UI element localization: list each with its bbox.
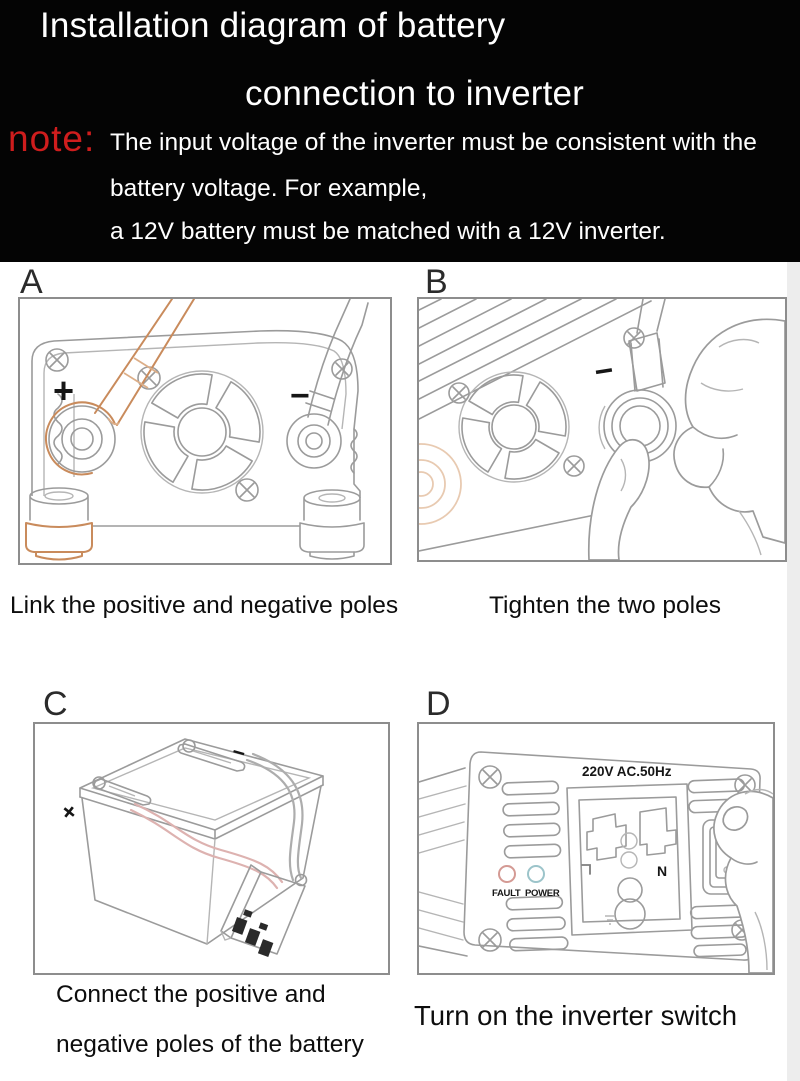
rating-label: 220V AC.50Hz [582, 764, 672, 779]
front-panel-outline [463, 751, 761, 961]
vent-slots-left [501, 780, 569, 952]
figure-c-caption-line1: Connect the positive and [56, 981, 326, 1008]
battery-connection-drawing: + − [55, 738, 324, 958]
inverter-rear-drawing: + − [25, 299, 369, 561]
fault-led-label: FAULT [492, 888, 521, 899]
fan-icon [140, 370, 264, 494]
figure-d-label: D [426, 685, 451, 723]
screw-icons [478, 765, 756, 952]
figure-d-panel: 220V AC.50Hz FAULT POWER [417, 722, 775, 975]
terminal-cap-left [25, 487, 93, 561]
negative-cable [628, 299, 666, 392]
power-led-icon [527, 865, 545, 883]
figure-a-caption: Link the positive and negative poles [10, 592, 399, 619]
minus-mark: − [290, 377, 310, 415]
terminal-cap-right [299, 489, 365, 560]
inverter-unit-icon [220, 864, 308, 958]
hand-icon [587, 318, 785, 560]
ac-outlet-icon [566, 783, 693, 936]
tighten-pole-drawing: − [419, 299, 785, 560]
figure-b-caption: Tighten the two poles [489, 592, 721, 619]
figure-c-label: C [43, 685, 68, 723]
figure-a-panel: + − [18, 297, 392, 565]
page-title-line1: Installation diagram of battery [40, 6, 506, 45]
heatsink-fins [419, 767, 468, 957]
note-label: note: [8, 118, 96, 159]
fault-led-icon [498, 865, 516, 883]
negative-terminal-icon [286, 413, 342, 469]
negative-cable-gray [245, 752, 304, 882]
inverter-terminals [231, 909, 274, 958]
note-text-line2: battery voltage. For example, [110, 175, 428, 202]
figure-a-label: A [20, 263, 43, 301]
positive-cable [94, 299, 195, 426]
plus-mark: + [53, 370, 74, 411]
screw-icons [45, 348, 353, 502]
battery-terminal-clamps [92, 739, 246, 806]
positive-cable-pink [129, 802, 284, 890]
figure-b-panel: − [417, 297, 787, 562]
finger-icon [713, 788, 773, 973]
plus-mark: + [55, 797, 83, 827]
inverter-front-drawing: 220V AC.50Hz FAULT POWER [419, 751, 773, 973]
figure-c-panel: + − [33, 722, 390, 975]
neutral-label: N [657, 863, 667, 879]
heatsink-fins [419, 299, 652, 552]
figure-d-caption: Turn on the inverter switch [414, 1000, 738, 1031]
page-title-line2: connection to inverter [245, 74, 585, 113]
figure-c-caption-line2: negative poles of the battery [56, 1031, 364, 1058]
fan-icon [458, 371, 570, 483]
power-led-label: POWER [525, 888, 560, 899]
terminal-ghost-icon [419, 443, 462, 525]
minus-mark: − [592, 352, 616, 390]
note-text-line3: a 12V battery must be matched with a 12V… [110, 218, 666, 245]
figure-b-label: B [425, 263, 448, 301]
battery-icon [79, 738, 324, 945]
note-text-line1: The input voltage of the inverter must b… [110, 129, 757, 156]
screw-icons [448, 327, 645, 477]
negative-cable [305, 299, 369, 426]
page-edge-strip [787, 262, 800, 1081]
header-banner [0, 0, 800, 262]
